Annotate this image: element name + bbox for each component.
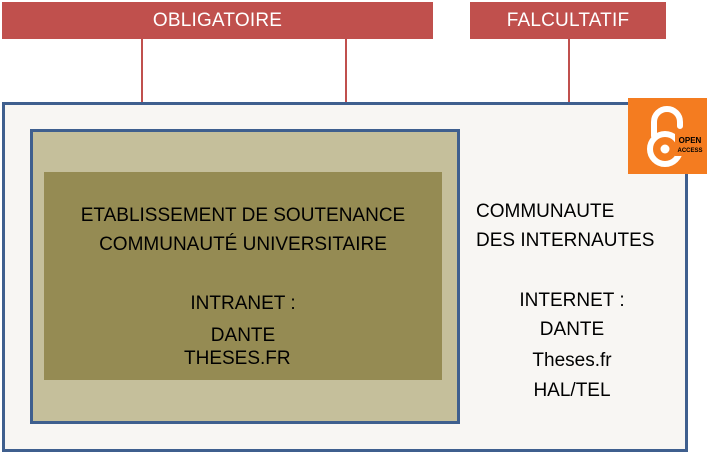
internet-item-hal: HAL/TEL <box>533 380 611 401</box>
open-access-logo: OPEN ACCESS <box>628 98 707 174</box>
institution-subtitle: COMMUNAUTÉ UNIVERSITAIRE <box>99 234 387 255</box>
header-facultatif-label: FALCULTATIF <box>506 9 630 31</box>
header-facultatif: FALCULTATIF <box>470 2 666 39</box>
institution-title: ETABLISSEMENT DE SOUTENANCE <box>80 205 406 226</box>
connector-obligatoire-middle <box>345 39 347 131</box>
header-obligatoire-label: OBLIGATOIRE <box>152 9 283 31</box>
logo-text-open: OPEN <box>679 136 702 145</box>
intranet-item-theses: THESES.FR <box>184 348 291 369</box>
institution-box <box>44 172 442 380</box>
intranet-label: INTRANET : <box>190 293 296 314</box>
internet-item-dante: DANTE <box>539 319 605 340</box>
internet-item-theses: Theses.fr <box>532 350 612 371</box>
logo-text-access: ACCESS <box>677 148 702 154</box>
intranet-item-dante: DANTE <box>210 325 276 346</box>
internet-community-subtitle: DES INTERNAUTES <box>476 230 655 251</box>
connector-facultatif-outer <box>568 39 570 103</box>
header-obligatoire: OBLIGATOIRE <box>2 2 433 39</box>
internet-label: INTERNET : <box>519 290 625 311</box>
open-access-icon: OPEN ACCESS <box>647 106 705 167</box>
internet-community-title: COMMUNAUTE <box>476 201 615 222</box>
